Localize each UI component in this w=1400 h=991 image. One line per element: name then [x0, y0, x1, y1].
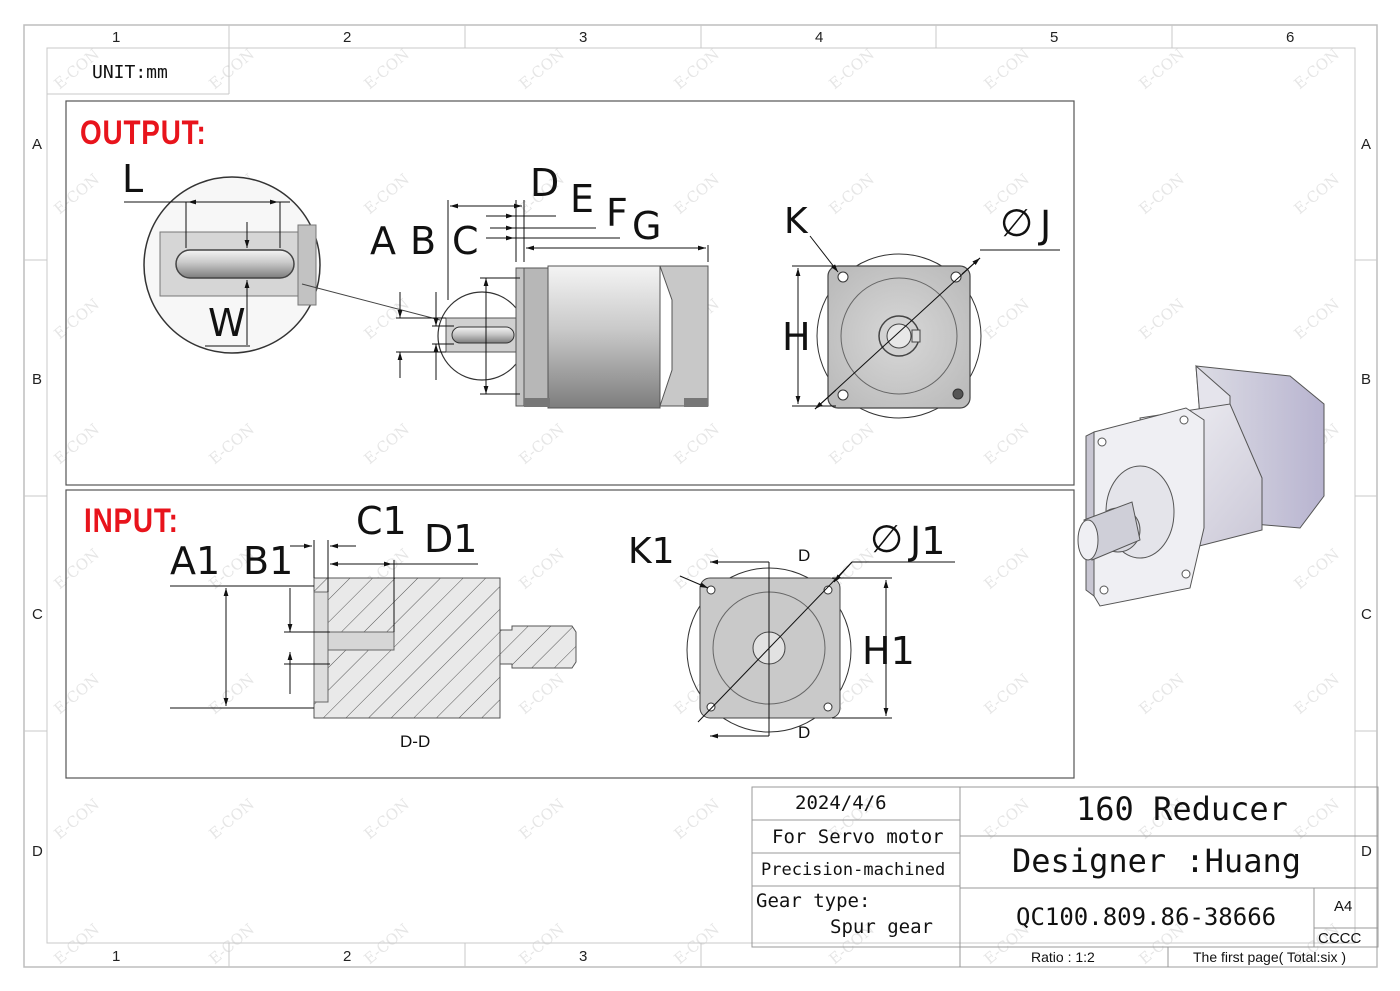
dim-label-B1: B1 [243, 539, 294, 583]
column-label-bottom: 3 [579, 948, 588, 965]
row-label-left: B [32, 371, 43, 388]
tb-sheet-size: A4 [1334, 898, 1353, 915]
dim-label-F: F [606, 191, 628, 235]
dim-label-J1: J1 [910, 519, 946, 563]
dim-label-D1: D1 [424, 517, 478, 561]
tb-page: The first page( Total:six ) [1193, 949, 1347, 965]
dim-label-K1: K1 [628, 531, 675, 572]
tb-application: For Servo motor [772, 826, 944, 848]
dim-label-H: H [782, 315, 811, 359]
column-label-top: 3 [579, 29, 588, 46]
tb-gear-type-value: Spur gear [830, 916, 933, 938]
dim-label-K: K [784, 201, 808, 242]
dim-label-W: W [208, 301, 246, 345]
dim-label-A: A [370, 219, 396, 263]
dim-label-J: J [1040, 203, 1052, 247]
title-block-grid [751, 786, 1379, 967]
tb-designer: Designer :Huang [1012, 842, 1301, 880]
section-marker-top: D [798, 546, 811, 565]
tb-date: 2024/4/6 [795, 792, 887, 814]
row-label-left: C [32, 606, 43, 623]
dim-label-E: E [570, 177, 595, 221]
tb-ratio: Ratio : 1:2 [1031, 949, 1095, 965]
column-label-top: 2 [343, 29, 352, 46]
tb-code: CCCC [1318, 930, 1362, 947]
row-label-right: A [1361, 136, 1372, 153]
column-label-top: 5 [1050, 29, 1059, 46]
phi-symbol-J1: ∅ [870, 517, 904, 561]
dim-label-A1: A1 [170, 539, 221, 583]
column-label-bottom: 1 [112, 948, 121, 965]
row-label-right: C [1361, 606, 1372, 623]
section-marker-bottom: D [798, 723, 811, 742]
dim-label-G: G [632, 204, 662, 248]
output-heading: OUTPUT: [80, 114, 207, 152]
row-label-left: D [32, 843, 43, 860]
dim-label-C: C [452, 219, 479, 263]
dim-label-B: B [410, 219, 437, 263]
phi-symbol-J: ∅ [1000, 201, 1034, 245]
unit-label: UNIT:mm [92, 62, 168, 83]
column-label-top: 6 [1286, 29, 1295, 46]
tb-title: 160 Reducer [1076, 790, 1288, 828]
row-label-left: A [32, 136, 43, 153]
column-label-bottom: 2 [343, 948, 352, 965]
dim-label-C1: C1 [356, 499, 407, 543]
input-heading: INPUT: [84, 502, 179, 540]
tb-gear-type-label: Gear type: [756, 890, 871, 912]
section-label: D-D [400, 732, 431, 751]
column-label-top: 1 [112, 29, 121, 46]
dim-label-L: L [122, 157, 144, 201]
isometric-view [1077, 364, 1325, 607]
row-label-right: B [1361, 371, 1372, 388]
dim-label-H1: H1 [862, 629, 915, 673]
row-label-right: D [1361, 843, 1372, 860]
column-label-top: 4 [815, 29, 824, 46]
tb-drawing-number: QC100.809.86-38666 [1016, 903, 1277, 931]
tb-process: Precision-machined [761, 860, 946, 880]
dim-label-D: D [530, 161, 560, 205]
